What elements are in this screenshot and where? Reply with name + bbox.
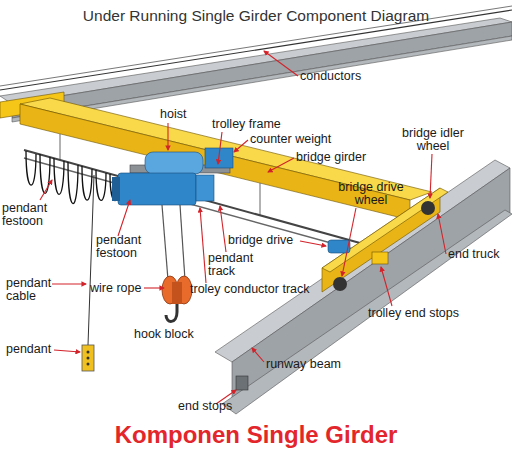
leader-line <box>342 208 356 276</box>
leader-line <box>234 140 248 152</box>
leader-line <box>438 214 446 254</box>
leader-line <box>52 283 86 284</box>
leader-line <box>264 51 298 76</box>
pendant-box <box>82 345 94 371</box>
track-hanger <box>260 183 261 215</box>
pendant-button <box>87 357 90 360</box>
wire-rope-line <box>162 205 168 280</box>
part-label: bridge drive <box>228 234 293 247</box>
part-label: end truck <box>448 248 499 261</box>
hoist-unit <box>112 148 233 205</box>
part-label: end stops <box>178 400 232 413</box>
beam-web <box>12 22 512 118</box>
track-hanger <box>60 134 61 160</box>
drive-wheel <box>333 277 347 291</box>
part-label: pendant cable <box>6 277 56 303</box>
festoon-cables <box>26 151 120 204</box>
part-label: pendant <box>6 343 51 356</box>
leader-line <box>118 200 130 236</box>
leader-line <box>218 132 222 164</box>
end-stop-block <box>236 376 248 390</box>
leader-line <box>381 267 392 306</box>
part-label: conductors <box>300 70 361 83</box>
beam-flange <box>0 18 512 104</box>
wire-rope-line <box>180 205 185 280</box>
conductor-wire <box>0 6 512 86</box>
part-label: trolley end stops <box>368 307 459 320</box>
conductor-lines <box>0 6 512 90</box>
leader-line <box>167 123 168 150</box>
pendant-button <box>87 351 90 354</box>
leader-line <box>268 158 294 172</box>
hoist-gearbox <box>196 175 214 201</box>
part-label: trolley frame <box>212 118 281 131</box>
part-label: counter weight <box>250 133 331 146</box>
hoist-drum <box>145 152 203 174</box>
part-label: hoist <box>160 108 186 121</box>
leader-line <box>40 180 52 200</box>
leader-line <box>252 348 264 362</box>
part-label: bridge girder <box>296 151 366 164</box>
hook-block-shape <box>162 276 192 321</box>
beam-flange <box>215 160 510 362</box>
pendant-cable-line <box>88 175 94 345</box>
part-label: bridge idler wheel <box>398 127 468 153</box>
leader-line <box>54 350 80 352</box>
leader-line <box>300 241 326 246</box>
part-label: pendant festoon <box>2 202 54 228</box>
leader-line <box>430 154 432 198</box>
diagram-caption: Komponen Single Girder <box>0 421 512 449</box>
idler-wheel <box>421 201 435 215</box>
hook-plate <box>172 282 182 304</box>
diagram-title: Under Running Single Girder Component Di… <box>0 7 512 25</box>
leader-lines <box>40 51 446 404</box>
part-label: pendant track <box>208 252 260 278</box>
leader-line <box>144 287 164 288</box>
hook <box>166 304 177 321</box>
part-label: wire rope <box>90 282 141 295</box>
hoist-motor-cap <box>112 177 120 201</box>
part-label: troley conductor track <box>190 283 310 296</box>
part-label: runway beam <box>266 358 341 371</box>
leader-line <box>200 208 206 283</box>
part-label: hook block <box>134 328 194 341</box>
pendant-button <box>87 363 90 366</box>
part-label: pendant festoon <box>96 234 148 260</box>
part-label: bridge drive wheel <box>334 181 408 207</box>
trolley-end-stop-block <box>372 252 388 264</box>
bridge-girder-shape <box>20 98 432 220</box>
leader-line <box>220 206 226 252</box>
